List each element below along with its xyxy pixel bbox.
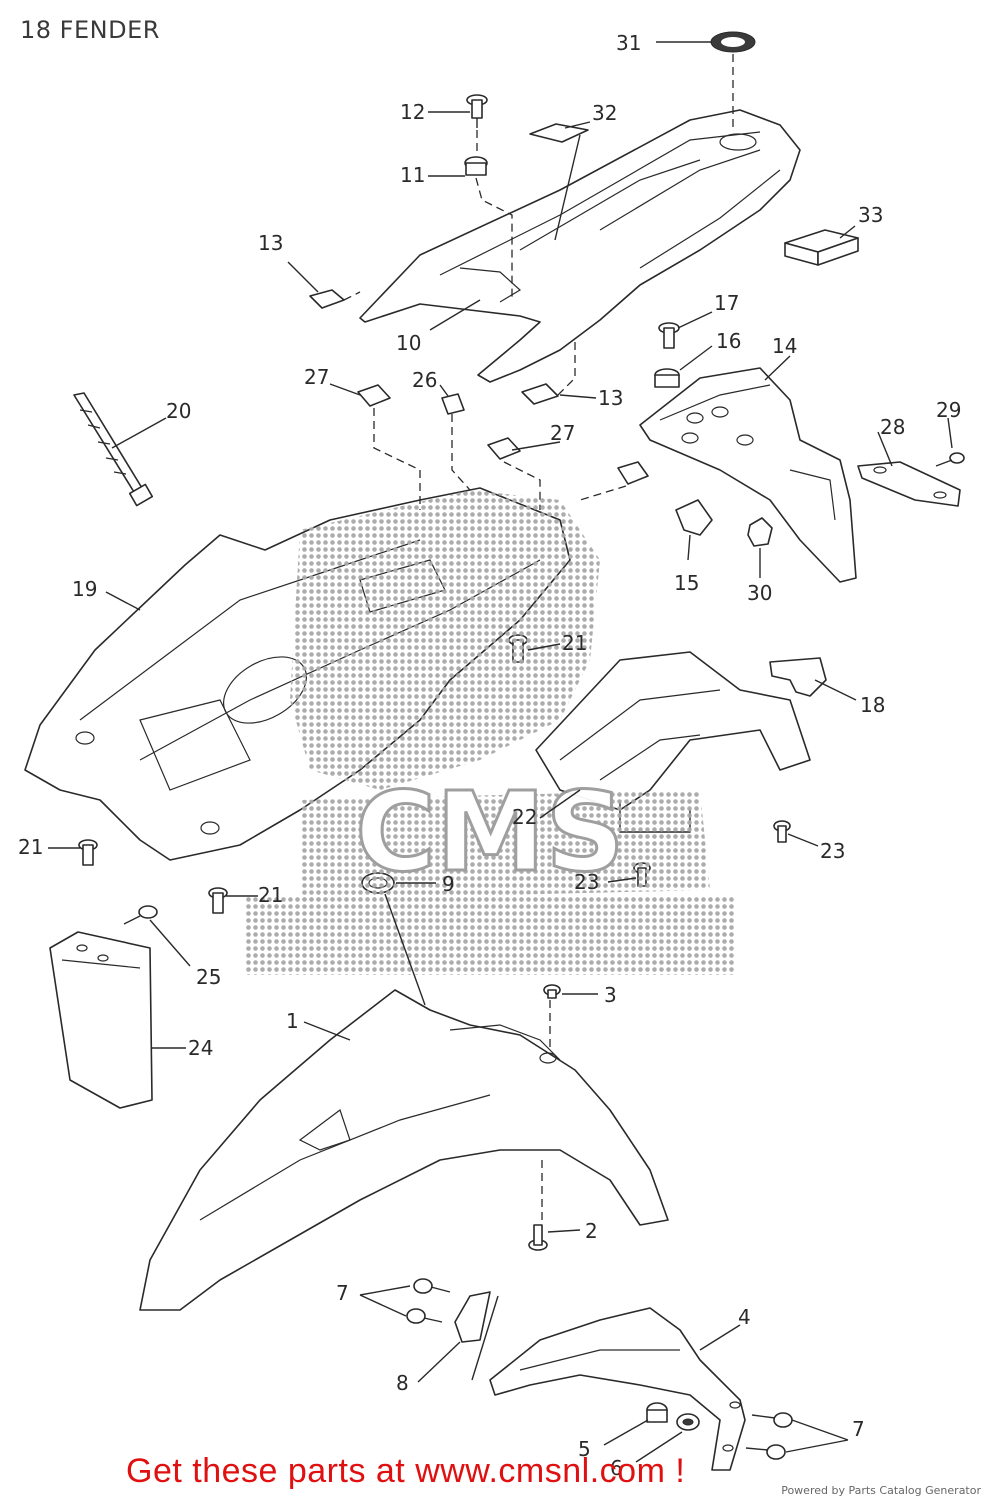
nut-part bbox=[309, 289, 345, 309]
callout-21: 21 bbox=[562, 631, 587, 655]
mud-flap-part bbox=[49, 931, 153, 1109]
bolt-part bbox=[208, 887, 228, 914]
callout-29: 29 bbox=[936, 398, 961, 422]
nut-part bbox=[521, 383, 559, 405]
screw-part bbox=[935, 452, 965, 467]
callout-15: 15 bbox=[674, 571, 699, 595]
callout-31: 31 bbox=[616, 31, 641, 55]
screw-part bbox=[413, 1278, 451, 1294]
collar-part bbox=[646, 1402, 668, 1423]
callout-20: 20 bbox=[166, 399, 191, 423]
callout-30: 30 bbox=[747, 581, 772, 605]
nut-part bbox=[441, 393, 465, 415]
screw-part bbox=[745, 1444, 786, 1460]
front-fender-part bbox=[139, 989, 669, 1311]
bolt-part bbox=[78, 839, 98, 866]
pad-part bbox=[784, 229, 859, 266]
bolt-part bbox=[466, 94, 488, 128]
callout-13: 13 bbox=[258, 231, 283, 255]
screw-part bbox=[406, 1308, 443, 1324]
callout-27: 27 bbox=[550, 421, 575, 445]
fender-guard-part bbox=[489, 1307, 746, 1471]
callout-18: 18 bbox=[860, 693, 885, 717]
nut-part bbox=[487, 437, 521, 460]
holder-part bbox=[454, 1291, 499, 1381]
callout-2: 2 bbox=[585, 1219, 598, 1243]
plate-part bbox=[857, 461, 961, 507]
callout-24: 24 bbox=[188, 1036, 213, 1060]
callout-23: 23 bbox=[820, 839, 845, 863]
cable-band-part bbox=[73, 392, 154, 507]
callout-14: 14 bbox=[772, 334, 797, 358]
screw-part bbox=[751, 1412, 793, 1428]
parts-store-link[interactable]: Get these parts at www.cmsnl.com ! bbox=[126, 1452, 686, 1490]
callout-21: 21 bbox=[18, 835, 43, 859]
callout-5: 5 bbox=[578, 1437, 591, 1461]
callout-23: 23 bbox=[574, 870, 599, 894]
callout-22: 22 bbox=[512, 805, 537, 829]
collar-part bbox=[464, 156, 488, 176]
nut-part bbox=[543, 984, 561, 999]
grommet-part bbox=[676, 1413, 700, 1431]
callout-33: 33 bbox=[858, 203, 883, 227]
page-title: 18 FENDER bbox=[20, 16, 160, 44]
bolt-part bbox=[773, 820, 791, 843]
callout-25: 25 bbox=[196, 965, 221, 989]
callout-13: 13 bbox=[598, 386, 623, 410]
leader-lines bbox=[48, 41, 953, 1463]
nut-part bbox=[617, 461, 649, 485]
callout-10: 10 bbox=[396, 331, 421, 355]
screw-part bbox=[123, 905, 158, 925]
watermark-logo: CMS bbox=[245, 490, 735, 975]
emblem-part bbox=[710, 31, 756, 53]
callout-4: 4 bbox=[738, 1305, 751, 1329]
label-part bbox=[529, 123, 589, 143]
callout-3: 3 bbox=[604, 983, 617, 1007]
callout-1: 1 bbox=[286, 1009, 299, 1033]
nut-part bbox=[357, 384, 391, 407]
callout-12: 12 bbox=[400, 100, 425, 124]
callout-28: 28 bbox=[880, 415, 905, 439]
callout-9: 9 bbox=[442, 872, 455, 896]
watermark-text: CMS bbox=[355, 768, 624, 896]
powered-by-credit: Powered by Parts Catalog Generator bbox=[781, 1484, 981, 1497]
callout-numbers: 1 2 3 4 5 6 7 7 8 9 10 11 12 13 13 14 15… bbox=[18, 31, 961, 1480]
callout-27: 27 bbox=[304, 365, 329, 389]
callout-8: 8 bbox=[396, 1371, 409, 1395]
callout-19: 19 bbox=[72, 577, 97, 601]
callout-26: 26 bbox=[412, 368, 437, 392]
screw-part bbox=[658, 322, 680, 349]
callout-11: 11 bbox=[400, 163, 425, 187]
bolt-part bbox=[528, 1224, 548, 1251]
callout-32: 32 bbox=[592, 101, 617, 125]
clip-part bbox=[675, 499, 713, 536]
callout-16: 16 bbox=[716, 329, 741, 353]
rear-fender-cowl-part bbox=[359, 109, 801, 383]
callout-17: 17 bbox=[714, 291, 739, 315]
plate-part bbox=[769, 657, 827, 697]
callout-7: 7 bbox=[852, 1417, 865, 1441]
damper-part bbox=[654, 368, 680, 388]
callout-21: 21 bbox=[258, 883, 283, 907]
nut-part bbox=[747, 517, 773, 547]
callout-6: 6 bbox=[610, 1456, 623, 1480]
callout-7: 7 bbox=[336, 1281, 349, 1305]
bracket-part bbox=[639, 367, 857, 583]
